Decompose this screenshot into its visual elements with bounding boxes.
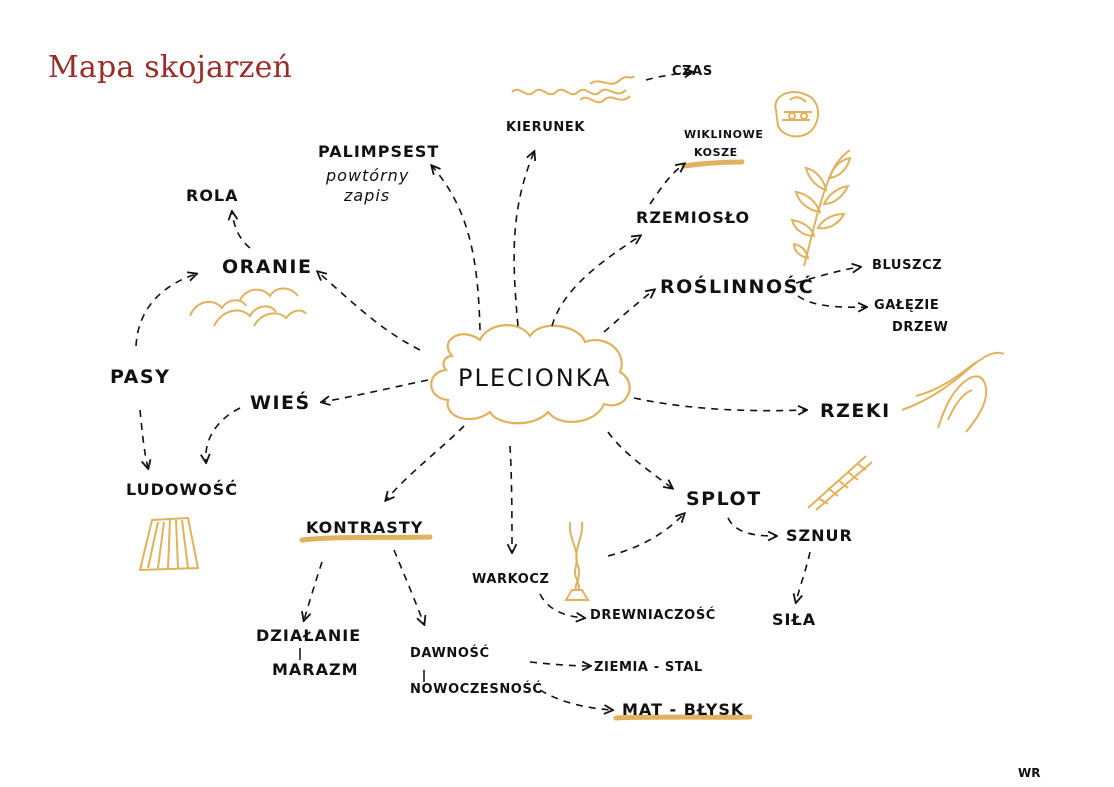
- arrow-splot-sznur: [727, 517, 776, 536]
- arrow-pasy-ludowosc: [139, 409, 148, 468]
- node-nowoczesnosc: nowoczesność: [410, 682, 543, 697]
- underline-kontrasty: [299, 534, 433, 543]
- arrow-center-oranie: [318, 272, 421, 351]
- node-kierunek: kierunek: [506, 120, 585, 135]
- arrow-center-splot: [607, 431, 672, 488]
- node-rzeki: rzeki: [820, 400, 891, 422]
- arrow-nowoczesnosc-mat: [539, 689, 612, 710]
- arrow-rzemioslo-wiklinowe: [649, 164, 684, 205]
- arrow-center-roslinnosc: [603, 290, 654, 333]
- node-pasy: pasy: [110, 366, 171, 388]
- node-rola: rola: [186, 186, 239, 205]
- node-marazm: marazm: [272, 660, 359, 679]
- node-powtorny: powtórny: [326, 166, 410, 185]
- arrow-roslinnosc-galezie: [797, 295, 866, 307]
- arrow-warkocz-splot: [607, 514, 684, 557]
- plant-doodle: [790, 149, 852, 267]
- node-wiklinowe: wiklinowe: [684, 128, 764, 141]
- node-roslinnosc: roślinność: [660, 276, 815, 298]
- arrow-center-kontrasty: [386, 425, 465, 500]
- arrow-kierunek-czas: [645, 72, 692, 81]
- node-rzemioslo: rzemiosło: [636, 208, 751, 227]
- node-wies: wieś: [250, 392, 311, 414]
- arrow-roslinnosc-bluszcz: [795, 267, 860, 284]
- arrow-pasy-oranie: [135, 274, 196, 347]
- arrow-kontrasty-dawnosc: [393, 549, 424, 624]
- node-sila: siła: [772, 610, 817, 629]
- node-splot: splot: [686, 488, 762, 510]
- node-kosze: kosze: [694, 146, 738, 159]
- folk-skirt-doodle: [138, 516, 200, 572]
- braid-doodle: [564, 521, 590, 601]
- node-palimpsest: palimpsest: [318, 142, 440, 161]
- node-ziemia-stal: ziemia - stal: [594, 660, 703, 675]
- node-dzialanie: działanie: [256, 626, 362, 645]
- node-drzew: drzew: [892, 320, 949, 335]
- arrow-wies-ludowosc: [206, 407, 241, 462]
- basket-head-doodle: [774, 91, 820, 138]
- arrow-center-palimpsest: [432, 166, 481, 331]
- arrow-sznur-sila: [796, 551, 811, 602]
- node-drewniacosc: drewniaczość: [590, 608, 716, 623]
- arrow-center-rzeki: [633, 397, 806, 411]
- river-doodle: [901, 351, 1005, 433]
- underline-wiklinowe-kosze: [681, 159, 745, 169]
- arrow-center-kierunek: [513, 152, 534, 327]
- node-bluszcz: bluszcz: [872, 258, 943, 273]
- node-ludowosc: ludowość: [126, 480, 239, 499]
- node-galezie: gałęzie: [874, 298, 940, 313]
- rope-doodle: [807, 455, 873, 511]
- signature: wr: [1018, 766, 1041, 780]
- node-kontrasty: kontrasty: [306, 518, 424, 537]
- arrow-center-wies: [322, 379, 429, 402]
- underline-mat-blysk: [613, 714, 753, 721]
- page-title: Mapa skojarzeń: [48, 50, 293, 85]
- node-czas: czas: [672, 64, 713, 79]
- arrow-oranie-rola: [232, 212, 251, 249]
- center-label: Plecionka: [458, 364, 612, 392]
- node-dawnosc: dawność: [410, 646, 490, 661]
- field-waves-doodle: [189, 287, 307, 327]
- node-mat-blysk: mat - błysk: [622, 700, 745, 719]
- wavy-lines-doodle: [511, 75, 635, 104]
- arrow-warkocz-drewniacosc: [539, 593, 584, 618]
- arrow-dawnosc-ziemia: [529, 662, 590, 666]
- arrow-kontrasty-dzialanie: [304, 561, 323, 620]
- node-oranie: oranie: [222, 256, 313, 278]
- arrow-center-warkocz: [510, 445, 512, 552]
- node-zapis: zapis: [344, 186, 391, 205]
- center-cloud: [430, 324, 631, 425]
- node-warkocz: warkocz: [472, 572, 550, 587]
- node-sznur: sznur: [786, 526, 853, 545]
